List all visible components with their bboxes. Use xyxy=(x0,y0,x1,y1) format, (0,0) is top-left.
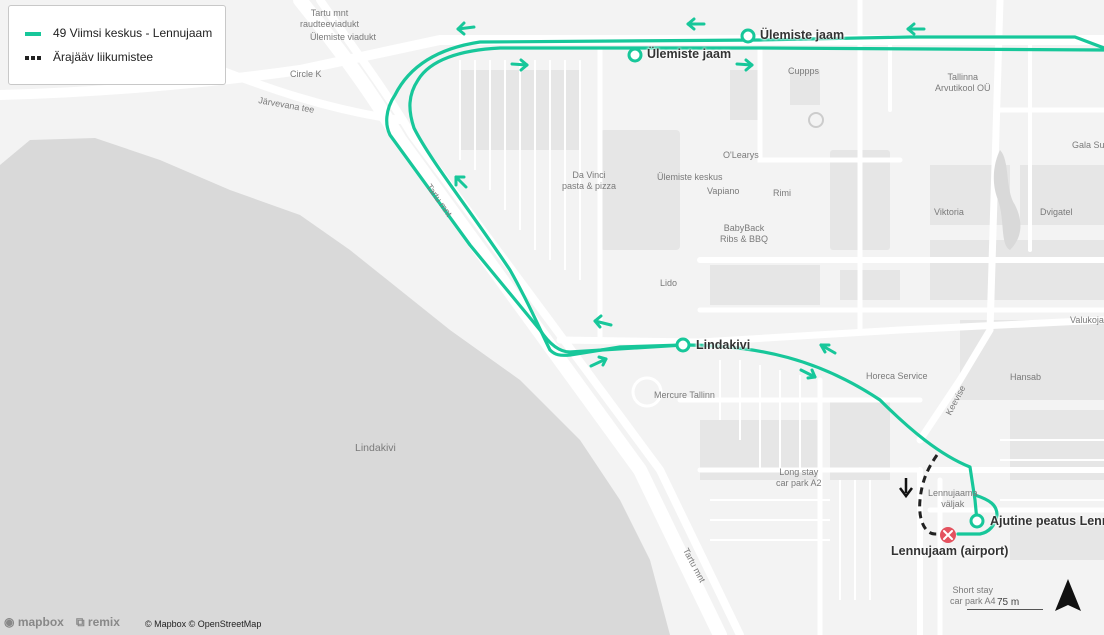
label-horeca: Horeca Service xyxy=(866,371,928,381)
parking-lines xyxy=(459,60,1104,600)
lake-water xyxy=(0,138,670,635)
scale-label: 75 m xyxy=(997,597,1020,608)
stop-marker-ajutine[interactable] xyxy=(969,513,985,529)
arrow-up-left-icon xyxy=(454,175,468,189)
label-dvigatel: Dvigatel xyxy=(1040,207,1073,217)
legend: 49 Viimsi keskus - Lennujaam Ärajääv lii… xyxy=(8,5,226,85)
remix-logo[interactable]: ⧉ remix xyxy=(76,615,120,629)
label-rimi: Rimi xyxy=(773,188,791,198)
stop-label-lindakivi[interactable]: Lindakivi xyxy=(696,338,751,352)
closed-stop-icon[interactable] xyxy=(940,527,956,543)
arrow-left-icon xyxy=(593,314,613,329)
stop-markers xyxy=(627,28,985,529)
arrow-left-icon xyxy=(456,21,476,36)
direction-arrows xyxy=(454,17,926,380)
label-olearys: O'Learys xyxy=(723,150,759,160)
arrow-right-icon xyxy=(510,58,529,72)
label-hansab: Hansab xyxy=(1010,372,1042,382)
route-swatch xyxy=(25,32,41,36)
label-lindakivi-area: Lindakivi xyxy=(355,442,396,454)
label-lido: Lido xyxy=(660,278,678,288)
arrow-up-left-icon xyxy=(819,343,837,355)
stop-label-lennujaam[interactable]: Lennujaam (airport) xyxy=(891,544,1009,558)
arrow-right-icon xyxy=(589,355,608,368)
label-valukoja: Valukoja xyxy=(1070,315,1104,325)
detour-swatch xyxy=(25,56,41,60)
mapbox-logo[interactable]: ◉ mapbox xyxy=(4,615,64,629)
stop-marker-lindakivi[interactable] xyxy=(675,337,691,353)
detour-line xyxy=(918,454,948,536)
detour-arrow-icon xyxy=(899,478,913,499)
stop-label-ylemiste-2[interactable]: Ülemiste jaam xyxy=(647,47,732,61)
arrow-left-icon xyxy=(906,22,926,36)
route-49-line[interactable] xyxy=(385,35,1104,536)
stop-marker-ylemiste-1[interactable] xyxy=(740,28,756,44)
arrow-right-icon xyxy=(735,58,754,72)
label-cuppps: Cuppps xyxy=(788,66,820,76)
label-gala: Gala Sus xyxy=(1072,140,1104,150)
stop-label-ajutine[interactable]: Ajutine peatus Lenn xyxy=(990,514,1104,528)
arrow-right-icon xyxy=(799,368,817,380)
label-ylemiste-viadukt: Ülemiste viadukt xyxy=(310,32,377,42)
arrow-left-icon xyxy=(686,17,706,31)
label-mercure: Mercure Tallinn xyxy=(654,390,715,400)
map-attribution[interactable]: © Mapbox © OpenStreetMap xyxy=(145,619,262,629)
north-arrow-icon xyxy=(1055,579,1081,611)
scale-bar xyxy=(967,609,1043,610)
label-circle-k: Circle K xyxy=(290,69,322,79)
label-viktoria: Viktoria xyxy=(934,207,964,217)
label-ylemiste-keskus: Ülemiste keskus xyxy=(657,172,723,182)
label-vapiano: Vapiano xyxy=(707,186,740,196)
stop-label-ylemiste-1[interactable]: Ülemiste jaam xyxy=(760,28,845,42)
stop-marker-ylemiste-2[interactable] xyxy=(627,47,643,63)
